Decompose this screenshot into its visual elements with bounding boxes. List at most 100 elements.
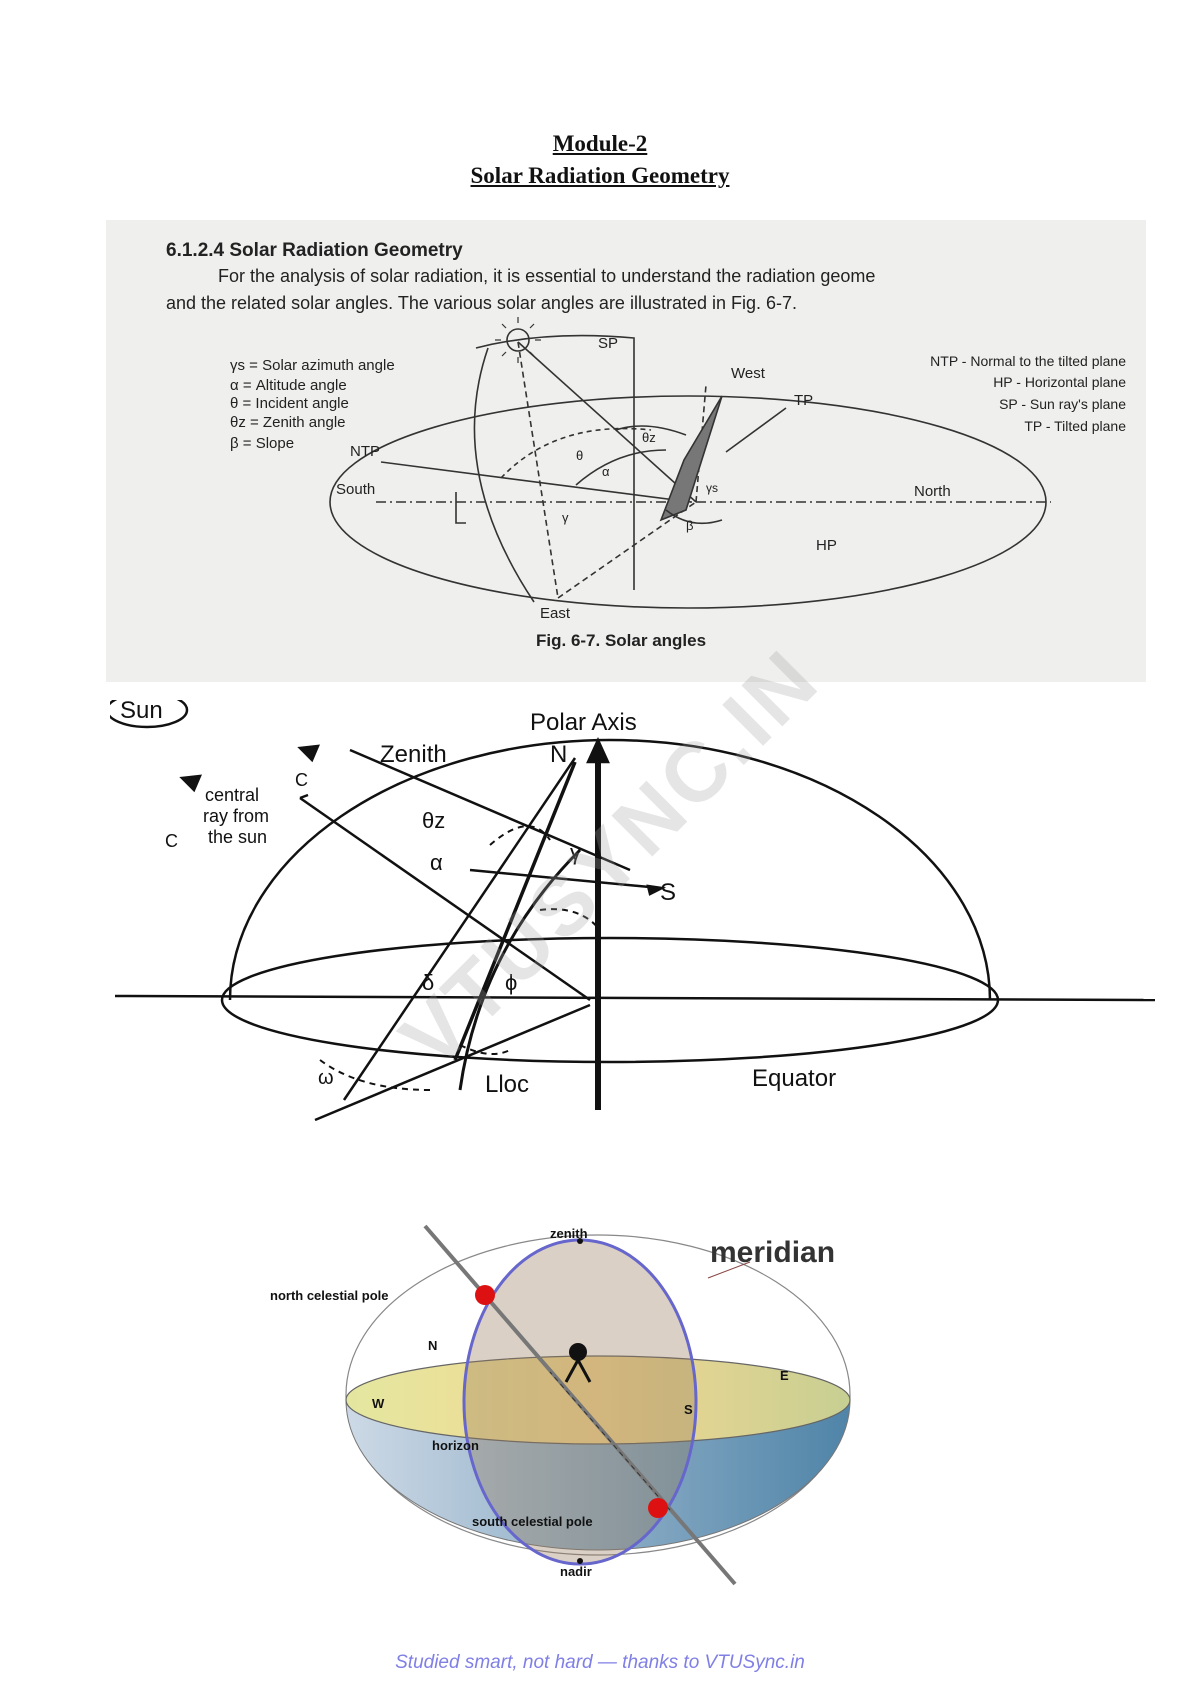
- label-equator: Equator: [752, 1065, 836, 1092]
- arc-alpha: [575, 449, 667, 486]
- horizontal-axis: [114, 994, 1156, 1002]
- label-alpha: α: [430, 850, 443, 875]
- label-west: West: [731, 365, 766, 382]
- legend-item: θ = Incident angle: [230, 395, 349, 412]
- legend-item: α = Altitude angle: [230, 377, 347, 394]
- arc-theta: [500, 427, 652, 479]
- horizon-plane: [345, 1355, 851, 1445]
- label-ntp: NTP: [350, 443, 380, 460]
- sun-rays-icon: [495, 317, 541, 363]
- label-tp: TP: [794, 392, 813, 409]
- label-gamma-s: γs: [706, 481, 718, 495]
- para-line-1: For the analysis of solar radiation, it …: [218, 266, 875, 286]
- meridian-pointer: [707, 1261, 751, 1279]
- polar-axis-diagram: Polar Axis Sun Zenith N C C central ray …: [110, 700, 1156, 1122]
- label-hp: HP: [816, 537, 837, 554]
- label-s: S: [660, 879, 676, 906]
- label-n: N: [550, 741, 567, 768]
- sun-ray-plane-outline: [475, 334, 635, 590]
- sun-vertical: [517, 341, 559, 599]
- solar-angles-diagram: 6.1.2.4 Solar Radiation Geometry For the…: [166, 240, 1126, 650]
- central-ray-upper: [349, 748, 631, 872]
- observer-icon: [564, 1343, 592, 1383]
- celestial-sphere-figure: zenith meridian north celestial pole N W…: [240, 1222, 980, 1592]
- normal-line: [380, 461, 692, 503]
- east-line: [557, 501, 697, 599]
- sun-ray: [517, 341, 697, 503]
- label-c-upper: C: [295, 770, 308, 790]
- legend-right: NTP - Normal to the tilted plane HP - Ho…: [930, 353, 1126, 434]
- label-gamma: γ: [562, 510, 569, 525]
- label-south: South: [336, 481, 375, 498]
- ray-arrow-upper: [297, 744, 320, 763]
- local-meridian-line: [453, 761, 577, 1061]
- meridian-arc: [473, 347, 535, 603]
- diagram-labels: SP West TP NTP South North HP East θ α θ…: [336, 335, 951, 622]
- central-ray-text-3: the sun: [208, 827, 267, 847]
- label-meridian: meridian: [710, 1236, 835, 1269]
- axis-dashed: [549, 1371, 671, 1511]
- legend-item: θz = Zenith angle: [230, 414, 346, 431]
- omega-line: [314, 1003, 591, 1122]
- solar-angles-drawing: [329, 317, 1051, 609]
- arc-beta: [665, 509, 723, 525]
- label-l-loc: Lloc: [485, 1071, 529, 1098]
- label-sun: Sun: [120, 700, 163, 724]
- scanned-figure-solar-angles: 6.1.2.4 Solar Radiation Geometry For the…: [106, 220, 1146, 682]
- tp-pointer: [725, 407, 787, 453]
- central-ray-lower: [299, 796, 591, 1002]
- label-theta-z: θz: [642, 430, 656, 445]
- label-beta: β: [686, 518, 693, 533]
- fig2-labels: Polar Axis Sun Zenith N C C central ray …: [120, 700, 836, 1098]
- ray-head-lower: [299, 793, 309, 800]
- zenith-dot: [577, 1238, 583, 1244]
- tilted-plane: [659, 395, 723, 522]
- label-e: E: [780, 1368, 789, 1383]
- label-gamma: γ: [570, 840, 581, 865]
- label-n: N: [428, 1338, 437, 1353]
- zenith-line: [342, 757, 577, 1101]
- central-ray-text-1: central: [205, 785, 259, 805]
- label-east: East: [540, 605, 571, 622]
- tick-mark: [455, 492, 466, 524]
- label-polar-axis: Polar Axis: [530, 709, 637, 736]
- arc-l-loc: [459, 1044, 511, 1055]
- label-omega: ω: [318, 1067, 334, 1089]
- s-direction-line: [469, 868, 661, 890]
- legend-item: HP - Horizontal plane: [993, 374, 1126, 390]
- label-zenith: Zenith: [380, 741, 447, 768]
- legend-item: γs = Solar azimuth angle: [230, 357, 395, 374]
- label-sp: SP: [598, 335, 618, 352]
- hemisphere-outline: [228, 738, 992, 1001]
- label-c-lower: C: [165, 831, 178, 851]
- celestial-sphere-drawing: [345, 1224, 851, 1586]
- label-theta-z: θz: [422, 808, 445, 833]
- footer-text: Studied smart, not hard — thanks to VTUS…: [395, 1652, 805, 1673]
- section-heading: 6.1.2.4 Solar Radiation Geometry: [166, 240, 463, 261]
- sun-icon: [506, 328, 530, 352]
- para-line-2: and the related solar angles. The variou…: [166, 293, 797, 313]
- sun-outline: [110, 700, 189, 729]
- legend-item: β = Slope: [230, 435, 294, 452]
- label-theta: θ: [576, 448, 583, 463]
- celestial-axis: [423, 1224, 737, 1586]
- label-north-celestial-pole: north celestial pole: [270, 1288, 388, 1303]
- arrow-heads: [179, 736, 667, 896]
- figure-caption: Fig. 6-7. Solar angles: [536, 631, 706, 650]
- label-nadir: nadir: [560, 1564, 592, 1579]
- legend-item: TP - Tilted plane: [1024, 418, 1126, 434]
- central-ray-text-2: ray from: [203, 806, 269, 826]
- label-w: W: [372, 1396, 385, 1411]
- declination-arc: [458, 848, 582, 1091]
- legend-item: NTP - Normal to the tilted plane: [930, 353, 1126, 369]
- label-phi: ϕ: [505, 970, 517, 995]
- arc-phi: [539, 908, 601, 931]
- label-south-celestial-pole: south celestial pole: [472, 1514, 593, 1529]
- label-s: S: [684, 1402, 693, 1417]
- label-zenith: zenith: [550, 1226, 588, 1241]
- polar-axis-figure: Polar Axis Sun Zenith N C C central ray …: [110, 700, 1160, 1130]
- legend-left: γs = Solar azimuth angle α = Altitude an…: [230, 357, 395, 452]
- nadir-dot: [577, 1558, 583, 1564]
- south-celestial-pole-dot: [648, 1498, 668, 1518]
- polar-axis-arrow: [586, 736, 610, 764]
